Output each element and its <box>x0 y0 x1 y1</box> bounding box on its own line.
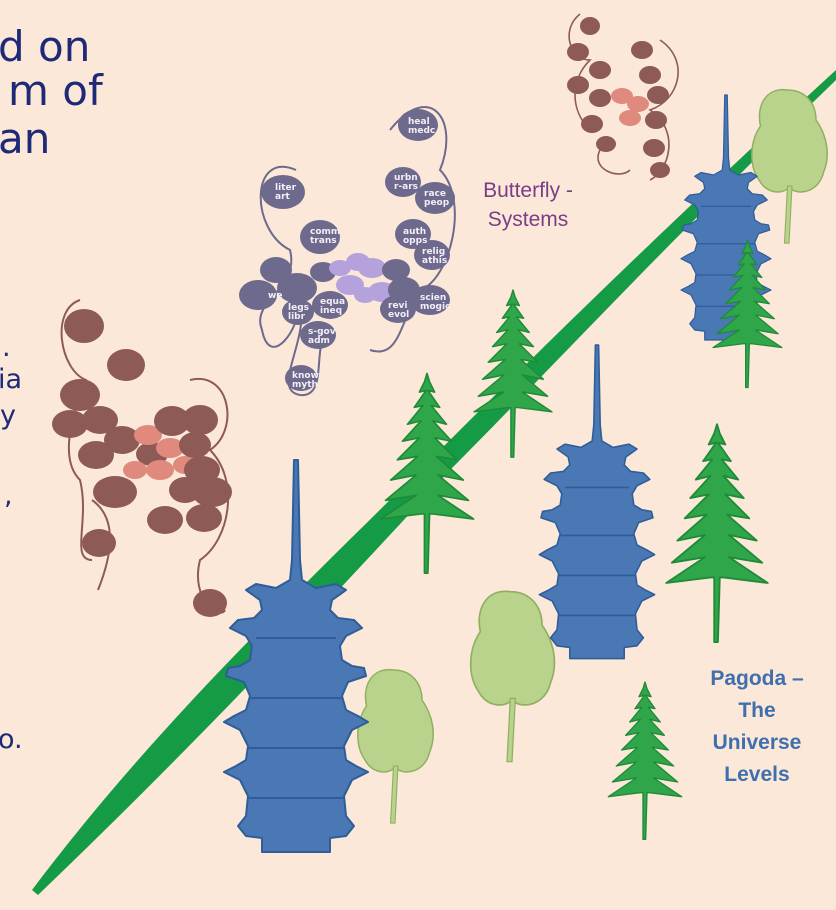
text-fragment: o. <box>0 726 23 753</box>
text-fragment: ia <box>0 366 22 393</box>
text-fragment: an <box>0 118 50 160</box>
text-fragment: y <box>0 402 16 429</box>
text-fragment: d on <box>0 26 90 68</box>
butterfly-systems-label: Butterfly - Systems <box>448 176 608 234</box>
butterfly-word: we <box>268 291 282 301</box>
text-fragment: m of <box>8 70 103 112</box>
pagoda-universe-levels-label: Pagoda – The Universe Levels <box>682 663 832 791</box>
text-fragment: , <box>4 482 13 509</box>
text-fragment: . <box>2 334 11 361</box>
